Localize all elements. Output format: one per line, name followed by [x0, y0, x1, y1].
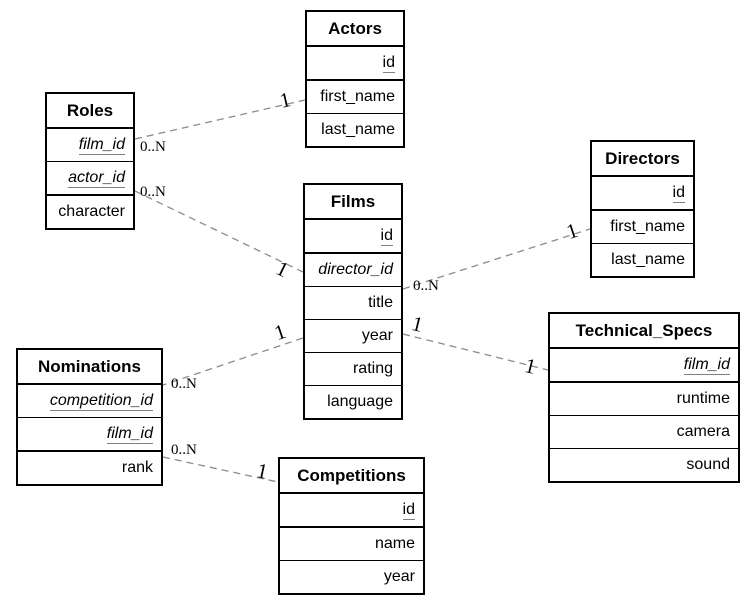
field-directors-id: id [592, 177, 693, 211]
field-roles-actor-id: actor_id [47, 162, 133, 196]
field-films-id: id [305, 220, 401, 254]
field-technical-specs-runtime: runtime [550, 383, 738, 416]
relationship-line-nominations-films [162, 337, 304, 386]
field-films-title: title [305, 287, 401, 320]
entity-nominations-title: Nominations [18, 350, 161, 385]
cardinality-roles-actors-many: 0..N [140, 139, 166, 155]
field-competitions-year: year [383, 568, 415, 585]
entity-competitions[interactable]: Competitions id name year [278, 457, 425, 595]
entity-actors[interactable]: Actors id first_name last_name [305, 10, 405, 148]
field-technical-specs-film-id: film_id [550, 349, 738, 383]
field-actors-last-name: last_name [321, 121, 395, 138]
entity-technical-specs-title: Technical_Specs [550, 314, 738, 349]
relationship-line-films-directors [402, 228, 591, 290]
cardinality-nominations-films-many: 0..N [171, 376, 197, 392]
field-films-language: language [327, 393, 393, 410]
entity-films[interactable]: Films id director_id title year rating l… [303, 183, 403, 420]
cardinality-roles-films-many: 0..N [140, 184, 166, 200]
entity-competitions-title: Competitions [280, 459, 423, 494]
field-films-rating: rating [305, 353, 401, 386]
entity-nominations[interactable]: Nominations competition_id film_id rank [16, 348, 163, 486]
cardinality-nominations-competitions-many: 0..N [171, 442, 197, 458]
entity-actors-title: Actors [307, 12, 403, 47]
field-actors-id: id [307, 47, 403, 81]
relationship-line-films-technical-specs [402, 333, 549, 371]
relationship-line-roles-films [134, 190, 304, 273]
entity-directors[interactable]: Directors id first_name last_name [590, 140, 695, 278]
entity-roles[interactable]: Roles film_id actor_id character [45, 92, 135, 230]
entity-roles-title: Roles [47, 94, 133, 129]
field-actors-first-name: first_name [307, 81, 403, 114]
field-directors-first-name: first_name [592, 211, 693, 244]
field-technical-specs-camera: camera [550, 416, 738, 449]
field-roles-character: character [58, 203, 125, 220]
field-nominations-competition-id: competition_id [18, 385, 161, 418]
cardinality-films-directors-many: 0..N [413, 278, 439, 294]
field-directors-last-name: last_name [611, 251, 685, 268]
field-competitions-name: name [280, 528, 423, 561]
entity-films-title: Films [305, 185, 401, 220]
entity-technical-specs[interactable]: Technical_Specs film_id runtime camera s… [548, 312, 740, 483]
field-nominations-rank: rank [121, 459, 153, 476]
relationship-line-nominations-competitions [162, 456, 279, 483]
field-roles-film-id: film_id [47, 129, 133, 162]
field-nominations-film-id: film_id [18, 418, 161, 452]
field-films-director-id: director_id [305, 254, 401, 287]
entity-directors-title: Directors [592, 142, 693, 177]
field-competitions-id: id [280, 494, 423, 528]
field-films-year: year [305, 320, 401, 353]
relationship-line-roles-actors [134, 99, 306, 140]
field-technical-specs-sound: sound [686, 456, 730, 473]
